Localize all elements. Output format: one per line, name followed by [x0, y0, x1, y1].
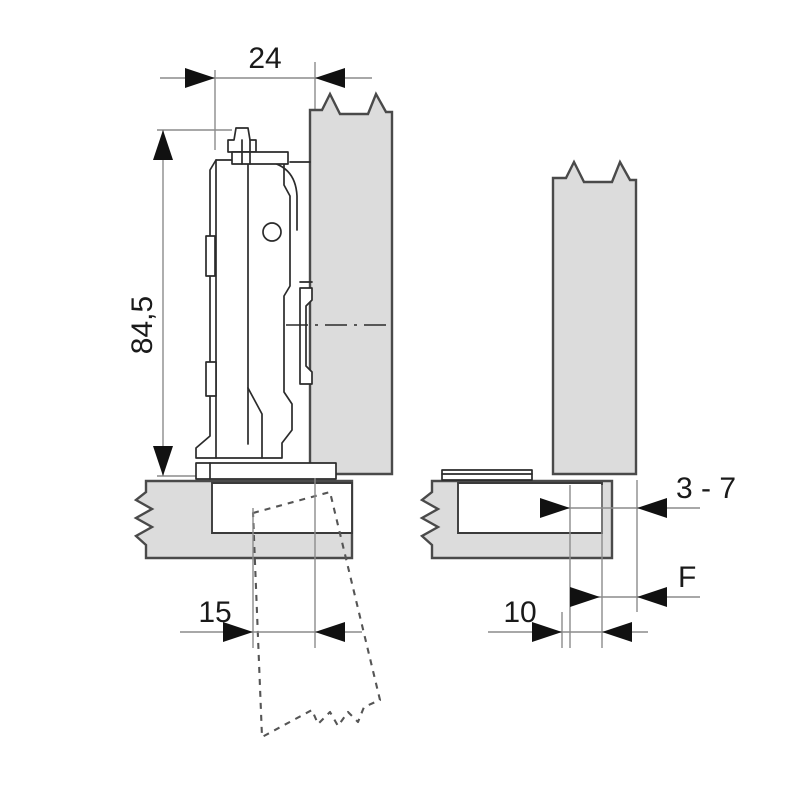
- door-open-position-outline: [251, 490, 382, 739]
- dimension-3-7: 3 - 7: [540, 472, 736, 518]
- left-side-elevation-view: 24 84,5: [126, 42, 394, 739]
- door-panel-section: [551, 159, 638, 476]
- cabinet-panel-recess: [211, 482, 353, 534]
- dimension-84-5: 84,5: [126, 130, 173, 476]
- right-plan-detail-view: 3 - 7 F 10: [419, 159, 736, 648]
- hinge-cup-element: [299, 287, 313, 385]
- hinge-mounting-plate: [195, 462, 337, 480]
- dim-15-label: 15: [198, 596, 231, 629]
- dimension-10: 10: [488, 596, 648, 642]
- dim-84-5-label: 84,5: [126, 296, 159, 354]
- dim-F-label: F: [678, 561, 696, 594]
- hinge-slot-lower: [205, 361, 217, 397]
- dimension-24: 24: [160, 42, 372, 88]
- dim-10-label: 10: [503, 596, 536, 629]
- door-panel-section: [308, 91, 394, 476]
- hinge-arm-screw-boss: [262, 222, 282, 242]
- right-view-extension-lines: [561, 480, 638, 648]
- dimension-F: F: [570, 561, 700, 607]
- dim-24-extension-lines: [214, 62, 316, 150]
- dim-3-7-label: 3 - 7: [676, 472, 736, 505]
- dim-24-label: 24: [248, 42, 281, 75]
- screw-shaft-lines: [241, 139, 251, 165]
- hinge-slot-upper: [205, 235, 216, 277]
- dimension-15: 15: [180, 596, 362, 642]
- hinge-screw-collar: [231, 151, 289, 165]
- concealed-hinge-body: [195, 159, 293, 459]
- hinge-body-taper-line: [247, 387, 263, 459]
- dim-15-extension-lines: [252, 478, 316, 648]
- hinge-mounting-plate: [441, 469, 533, 481]
